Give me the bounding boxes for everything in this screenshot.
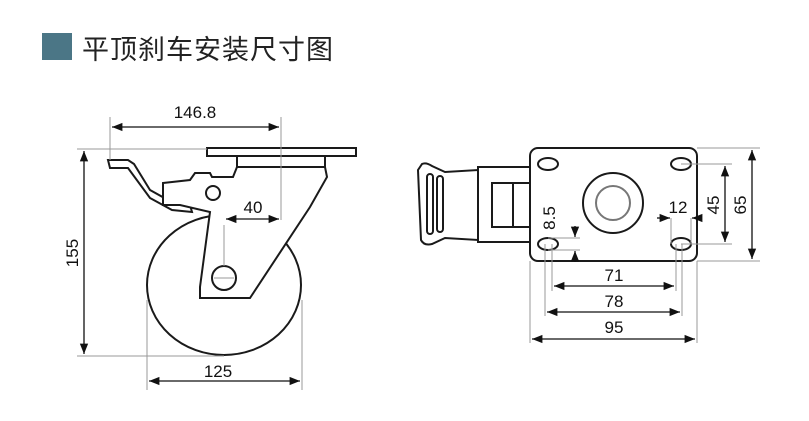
dim-label-45: 45 xyxy=(704,196,723,215)
fork xyxy=(162,166,329,299)
brake-block xyxy=(491,182,514,228)
pedal-groove xyxy=(436,175,444,233)
pedal-groove xyxy=(426,173,434,235)
dim-label-65: 65 xyxy=(731,196,750,215)
dim-label-8-5: 8.5 xyxy=(540,206,559,230)
upper-rivet-hole xyxy=(205,185,221,201)
dim-label-12: 12 xyxy=(669,198,688,217)
dim-label-146-8: 146.8 xyxy=(174,103,217,122)
dim-label-78: 78 xyxy=(605,292,624,311)
mounting-slot xyxy=(537,237,559,251)
dim-label-40: 40 xyxy=(244,198,263,217)
dim-label-71: 71 xyxy=(605,266,624,285)
top-view: 65 45 12 8.5 71 78 95 xyxy=(416,147,760,344)
page-title: 平顶刹车安装尺寸图 xyxy=(82,35,334,66)
dim-label-95: 95 xyxy=(605,318,624,337)
bearing-inner xyxy=(595,185,631,221)
title-accent-square xyxy=(42,33,72,60)
dim-label-125: 125 xyxy=(204,362,232,381)
dim-label-155: 155 xyxy=(63,239,82,267)
brake-block xyxy=(512,182,531,228)
mounting-slot xyxy=(537,157,559,171)
side-view: 146.8 155 40 125 xyxy=(63,103,357,390)
